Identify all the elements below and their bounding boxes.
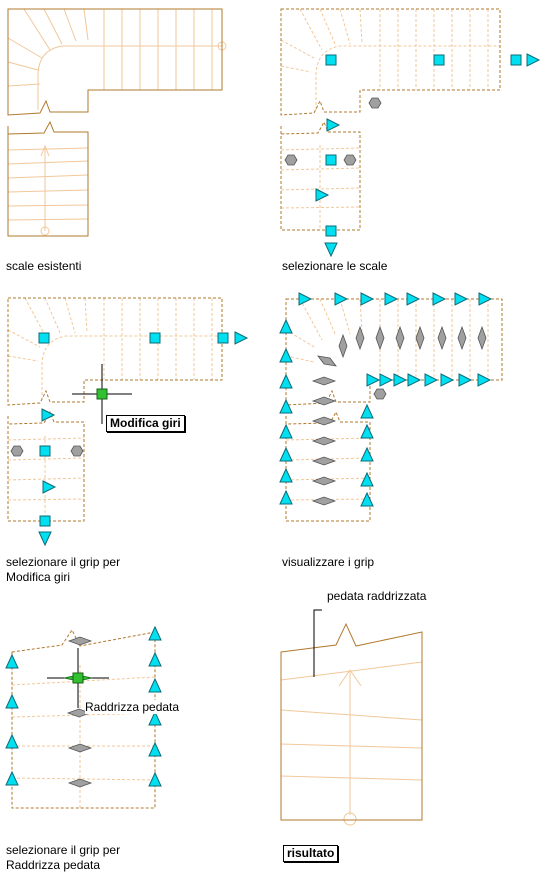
straighten-tread-tooltip: Raddrizza pedata [85, 700, 180, 714]
caption-result: risultato [283, 845, 339, 862]
treads [7, 8, 227, 236]
panel-straighten-tread-grip [5, 626, 162, 809]
caption-straighten-line1: selezionare il grip per [6, 843, 121, 857]
caption-existing-stairs: scale esistenti [6, 259, 82, 273]
leader-line [313, 609, 322, 677]
caption-select-stairs: selezionare le scale [282, 259, 388, 273]
panel-select-stairs [280, 8, 540, 257]
caption-modify-winders-line2: Modifica giri [6, 570, 71, 584]
panel-result [280, 609, 423, 826]
modify-winders-tooltip: Modifica giri [106, 415, 185, 432]
selected-grip-icon [96, 388, 108, 400]
panel-show-grips [279, 292, 503, 522]
selected-grip-icon [72, 672, 84, 684]
panel-existing-stairs [7, 8, 227, 237]
caption-modify-winders-line1: selezionare il grip per [6, 555, 121, 569]
caption-straighten-line2: Raddrizza pedata [6, 858, 101, 872]
caption-show-grips: visualizzare i grip [282, 555, 375, 569]
panel-modify-winders-grip [7, 297, 248, 546]
straightened-tread-label: pedata raddrizzata [327, 589, 427, 603]
